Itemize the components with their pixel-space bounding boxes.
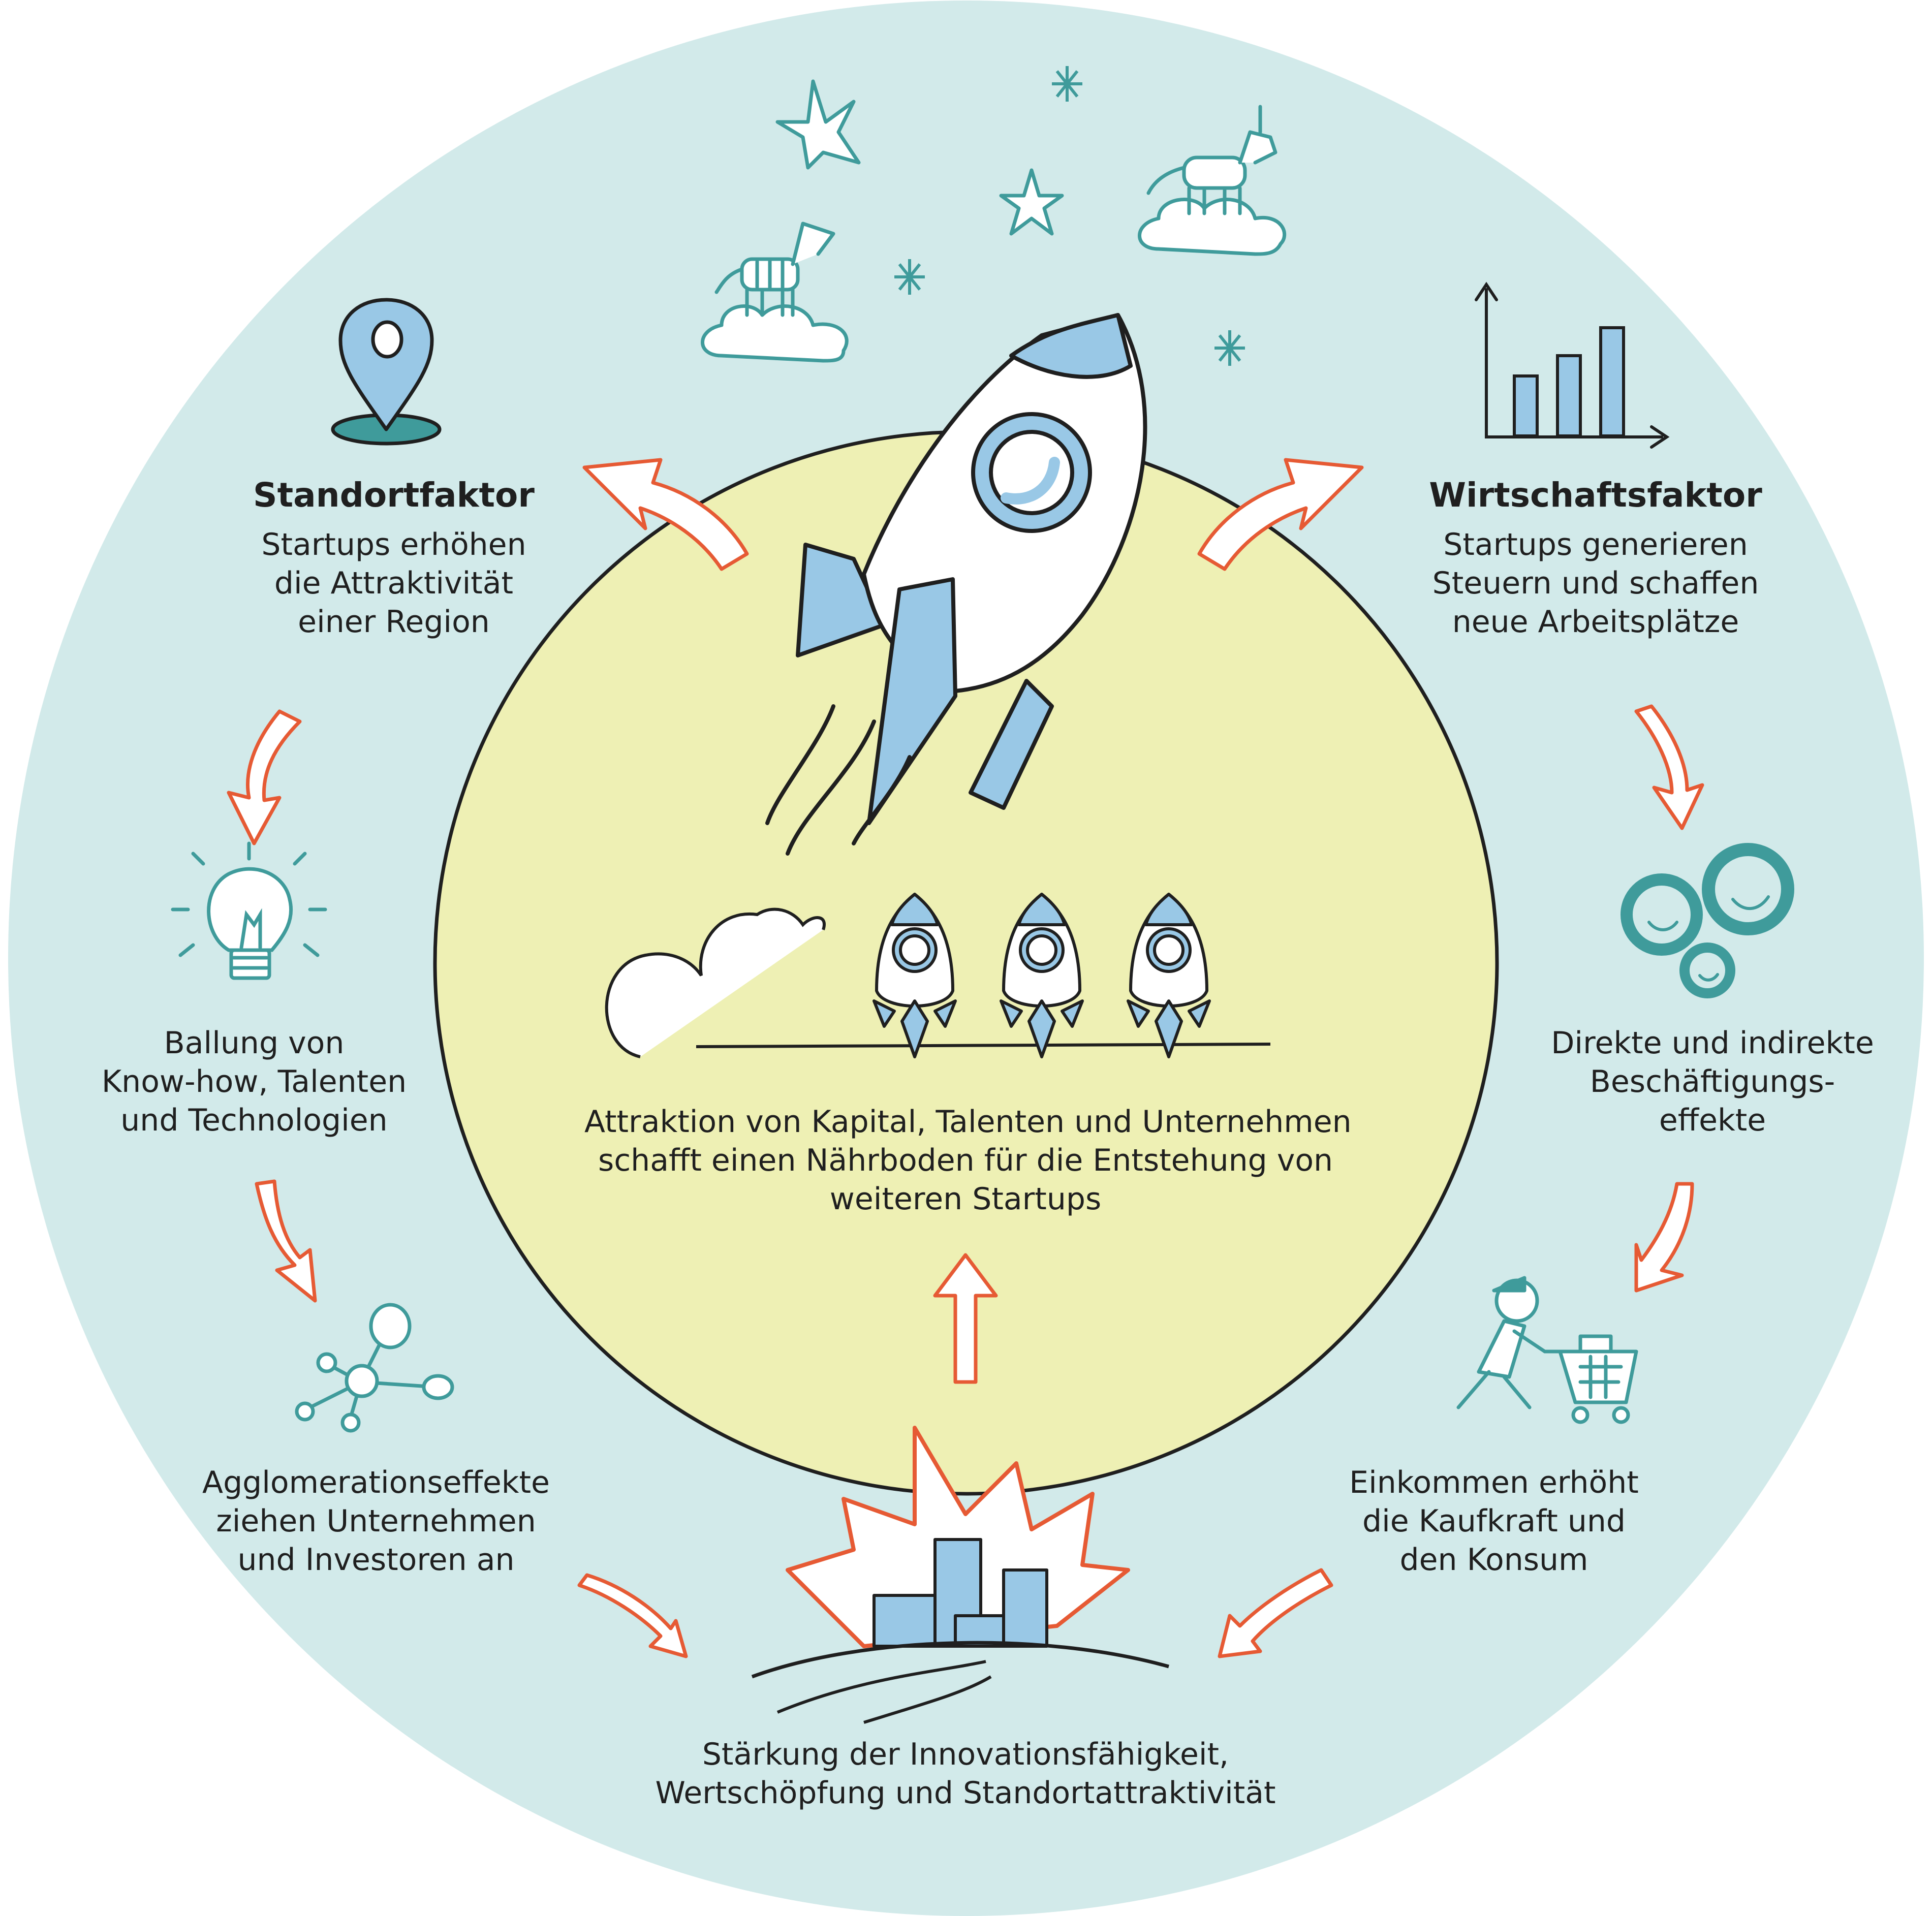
arrow-left-1 bbox=[227, 709, 302, 845]
einkommen-line-2: die Kaufkraft und bbox=[1362, 1503, 1626, 1539]
standort-line-2: die Attraktivität bbox=[274, 566, 514, 601]
arrow-left-3 bbox=[577, 1573, 688, 1658]
shopping-cart-icon bbox=[1456, 1276, 1638, 1424]
agglomeration-line-1: Agglomerationseffekte bbox=[202, 1465, 550, 1500]
standort-line-3: einer Region bbox=[298, 604, 490, 640]
arrow-up-center bbox=[933, 1253, 998, 1384]
standort-title: Standortfaktor bbox=[253, 476, 535, 515]
big-rocket-icon bbox=[765, 313, 1147, 856]
staerkung-line-2: Wertschöpfung und Standortattraktivität bbox=[655, 1775, 1276, 1811]
arrow-right-3 bbox=[1218, 1568, 1333, 1658]
beschaeftigung-label: Direkte und indirekte Beschäftigungs- ef… bbox=[1535, 1024, 1890, 1140]
arrow-to-standort bbox=[582, 458, 749, 571]
arrow-to-wirtschaft bbox=[1197, 458, 1364, 571]
stars-icon bbox=[775, 66, 1245, 366]
agglomeration-line-2: ziehen Unternehmen bbox=[216, 1503, 536, 1539]
ballung-line-1: Ballung von bbox=[164, 1025, 345, 1061]
flow-arrows bbox=[227, 458, 1704, 1658]
staerkung-label: Stärkung der Innovationsfähigkeit, Werts… bbox=[584, 1735, 1347, 1812]
agglomeration-line-3: und Investoren an bbox=[237, 1542, 515, 1578]
center-line-3: weiteren Startups bbox=[829, 1181, 1102, 1217]
beschaeftigung-line-3: effekte bbox=[1659, 1103, 1766, 1138]
ballung-label: Ballung von Know-how, Talenten und Techn… bbox=[76, 1024, 432, 1140]
arrow-right-1 bbox=[1634, 704, 1704, 830]
center-line-1: Attraktion von Kapital, Talenten und Unt… bbox=[584, 1104, 1352, 1140]
wirtschaft-title: Wirtschaftsfaktor bbox=[1429, 476, 1762, 515]
einkommen-line-1: Einkommen erhöht bbox=[1349, 1465, 1639, 1500]
ballung-line-3: und Technologien bbox=[120, 1103, 388, 1138]
lightbulb-icon bbox=[171, 841, 327, 980]
wirtschaft-line-3: neue Arbeitsplätze bbox=[1452, 604, 1739, 640]
city-burst-icon bbox=[751, 1426, 1169, 1724]
network-icon bbox=[295, 1303, 454, 1433]
beschaeftigung-line-1: Direkte und indirekte bbox=[1551, 1025, 1874, 1061]
standort-label: Standortfaktor Startups erhöhen die Attr… bbox=[213, 473, 574, 641]
small-rockets-icon bbox=[696, 893, 1271, 1058]
arrow-left-2 bbox=[255, 1179, 317, 1303]
smoke-cloud-icon bbox=[605, 907, 826, 1058]
agglomeration-label: Agglomerationseffekte ziehen Unternehmen… bbox=[193, 1463, 559, 1579]
location-pin-icon bbox=[331, 298, 442, 446]
ballung-line-2: Know-how, Talenten bbox=[101, 1064, 407, 1100]
bar-chart-icon bbox=[1475, 281, 1670, 449]
arrow-right-2 bbox=[1634, 1182, 1694, 1293]
wirtschaft-label: Wirtschaftsfaktor Startups generieren St… bbox=[1403, 473, 1789, 641]
wirtschaft-line-1: Startups generieren bbox=[1443, 527, 1748, 562]
einkommen-label: Einkommen erhöht die Kaufkraft und den K… bbox=[1316, 1463, 1672, 1579]
standort-line-1: Startups erhöhen bbox=[261, 527, 526, 562]
gears-icon bbox=[1621, 843, 1794, 998]
unicorn-cloud-icon bbox=[1138, 105, 1287, 256]
beschaeftigung-line-2: Beschäftigungs- bbox=[1590, 1064, 1835, 1100]
center-line-2: schafft einen Nährboden für die Entstehu… bbox=[598, 1143, 1333, 1178]
einkommen-line-3: den Konsum bbox=[1399, 1542, 1588, 1578]
wirtschaft-line-2: Steuern und schaffen bbox=[1432, 566, 1759, 601]
center-label: Attraktion von Kapital, Talenten und Unt… bbox=[584, 1103, 1352, 1218]
zebra-cloud-icon bbox=[701, 222, 849, 363]
staerkung-line-1: Stärkung der Innovationsfähigkeit, bbox=[702, 1737, 1229, 1772]
